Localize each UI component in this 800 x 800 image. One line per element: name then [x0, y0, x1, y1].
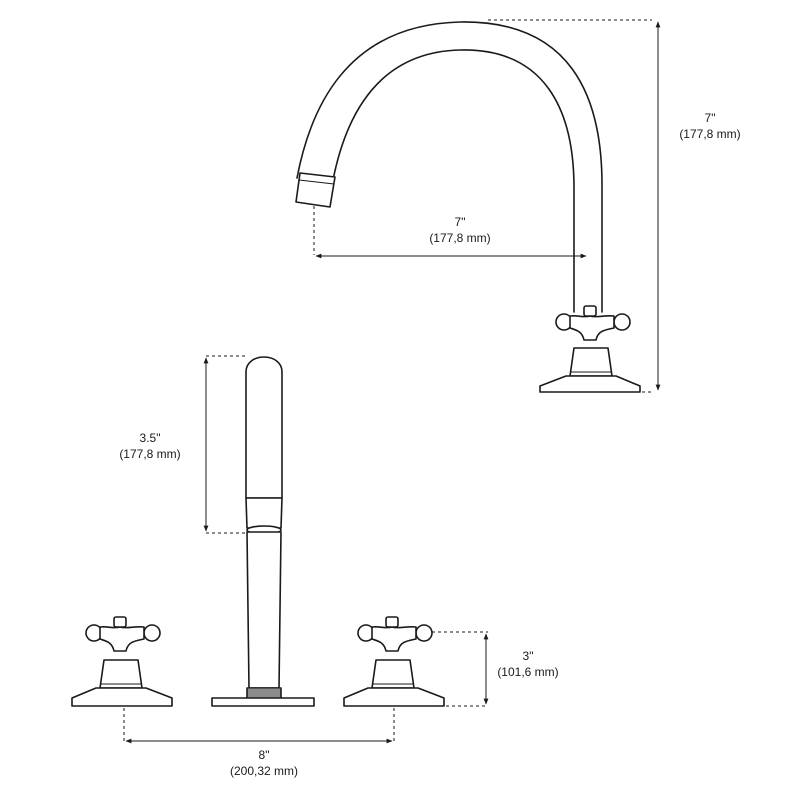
handle-height-dimension — [432, 631, 489, 707]
sprayer-length-label: 3.5" (177,8 mm) — [100, 430, 200, 462]
right-cross-handle — [343, 616, 445, 707]
handle-spread-label: 8" (200,32 mm) — [214, 747, 314, 779]
side-sprayer — [211, 356, 315, 707]
sprayer-length-metric: (177,8 mm) — [119, 447, 181, 461]
sprayer-length-value: 3.5" — [139, 431, 161, 445]
spout-cross-handle — [555, 305, 631, 341]
spout-height-label: 7" (177,8 mm) — [670, 110, 750, 142]
spout-base — [539, 347, 641, 393]
spout-reach-value: 7" — [454, 215, 466, 229]
handle-spread-metric: (200,32 mm) — [229, 764, 299, 778]
spout-reach-label: 7" (177,8 mm) — [410, 214, 510, 246]
sprayer-length-dimension — [203, 355, 246, 534]
spout-reach-metric: (177,8 mm) — [429, 231, 491, 245]
handle-height-metric: (101,6 mm) — [497, 665, 559, 679]
spout-height-metric: (177,8 mm) — [679, 127, 741, 141]
handle-height-value: 3" — [522, 649, 534, 663]
spout-reach-dimension — [313, 206, 587, 259]
left-cross-handle — [71, 616, 173, 707]
handle-spread-dimension — [123, 708, 395, 744]
spout-height-dimension — [488, 19, 661, 393]
handle-height-label: 3" (101,6 mm) — [488, 648, 568, 680]
handle-spread-value: 8" — [258, 748, 270, 762]
spout-height-value: 7" — [704, 111, 716, 125]
gooseneck-spout — [295, 21, 603, 313]
